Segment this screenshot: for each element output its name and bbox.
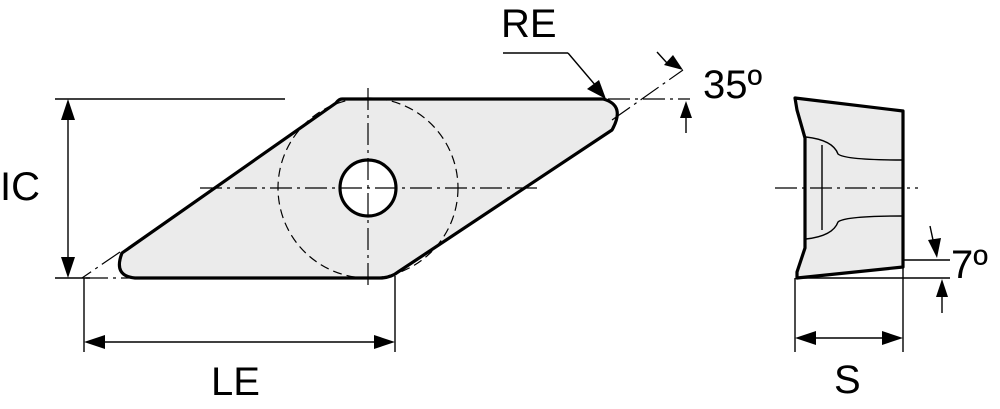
ic-arrow-down-icon <box>61 257 75 278</box>
angle-7-arrow-bottom-icon <box>936 279 948 297</box>
angle-35-tick <box>656 51 668 64</box>
angle-35-arrow-top-icon <box>664 55 683 70</box>
insert-top-view <box>81 69 690 288</box>
angle-7-tick <box>929 225 934 241</box>
re-label: RE <box>501 2 557 46</box>
angle-35-label: 35º <box>703 63 762 107</box>
angle-reference-line <box>611 69 684 121</box>
s-arrow-left-icon <box>795 331 816 345</box>
s-arrow-right-icon <box>882 331 903 345</box>
angle-35-dimension: 35º <box>656 51 762 133</box>
s-dimension: S <box>794 267 904 402</box>
side-bore-lower <box>805 215 904 240</box>
angle-7-arrow-top-icon <box>928 238 941 258</box>
angle-35-arrow-bottom-icon <box>680 101 692 118</box>
le-arrow-left-icon <box>84 335 105 349</box>
re-arrow-icon <box>587 80 606 99</box>
ic-dimension: IC <box>0 98 285 279</box>
le-label: LE <box>211 360 260 404</box>
re-leader-diagonal <box>567 52 597 87</box>
re-leader: RE <box>501 2 606 99</box>
left-corner-extension <box>81 251 121 279</box>
angle-7-label: 7º <box>951 243 988 287</box>
ic-arrow-up-icon <box>61 99 75 120</box>
le-dimension: LE <box>83 276 396 404</box>
side-bore-upper <box>805 136 904 161</box>
s-label: S <box>834 358 861 402</box>
le-arrow-right-icon <box>374 335 395 349</box>
ic-label: IC <box>0 165 40 209</box>
insert-side-view <box>775 96 950 280</box>
angle-7-dimension: 7º <box>928 225 988 313</box>
